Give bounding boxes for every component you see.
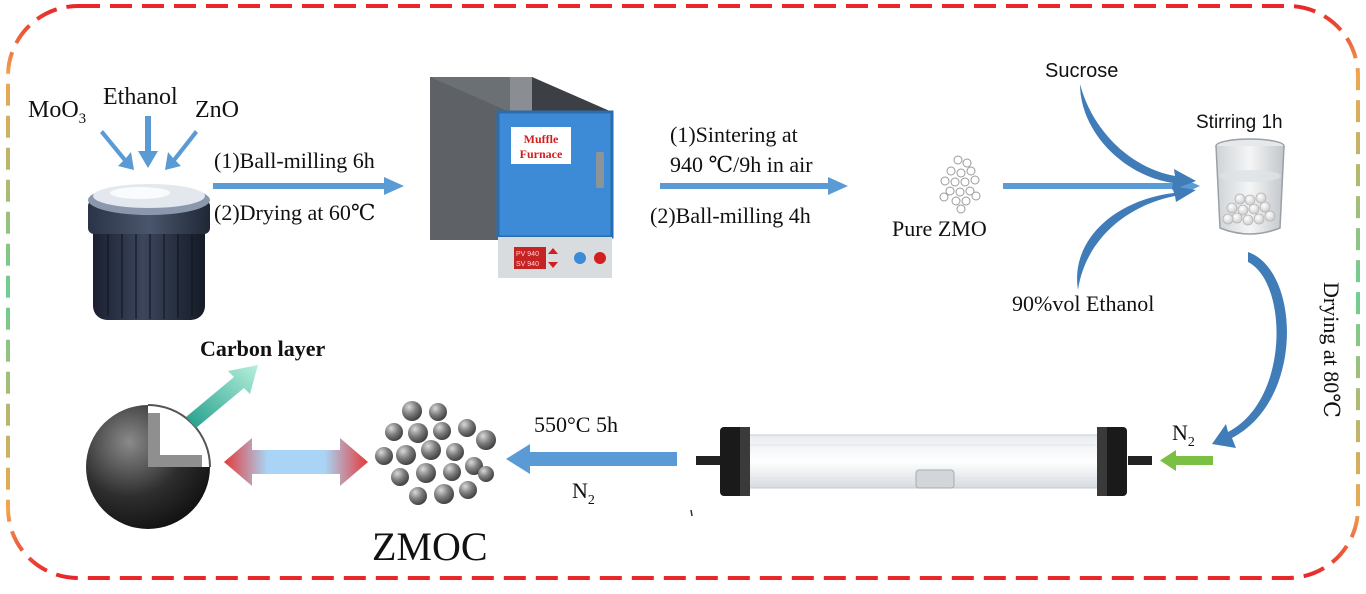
sucrose-label: Sucrose bbox=[1045, 60, 1118, 82]
ethanol-arrow bbox=[138, 116, 158, 168]
step1-arrow bbox=[213, 177, 404, 195]
ethanol-90-label: 90%vol Ethanol bbox=[1012, 291, 1154, 316]
furnace-sign-2: Furnace bbox=[520, 147, 563, 161]
zno-arrow bbox=[165, 130, 198, 170]
stirring-label: Stirring 1h bbox=[1196, 112, 1283, 133]
muffle-furnace: Muffle Furnace PV 940 SV 940 bbox=[430, 77, 614, 278]
ball-milling-jar bbox=[88, 184, 210, 320]
moo3-label: MoO3 bbox=[28, 97, 86, 127]
zmoc-particles bbox=[375, 401, 496, 505]
ethanol-label: Ethanol bbox=[103, 84, 178, 110]
drying-arrow bbox=[1212, 252, 1287, 448]
step3-n2-label: N2 bbox=[572, 478, 595, 508]
furnace-display-2: SV 940 bbox=[516, 261, 539, 268]
furnace-sign-1: Muffle bbox=[524, 132, 559, 146]
n2-green-arrow bbox=[1160, 450, 1213, 471]
moo3-arrow bbox=[100, 130, 134, 170]
n2-tube-label: N2 bbox=[1172, 420, 1195, 450]
step2-arrow bbox=[660, 177, 848, 195]
pure-zmo-label: Pure ZMO bbox=[892, 216, 987, 241]
step2-label-3: (2)Ball-milling 4h bbox=[650, 203, 811, 228]
step3-label-1: 550°C 5h bbox=[534, 412, 618, 437]
stirring-beaker bbox=[1215, 138, 1285, 235]
tube-furnace bbox=[690, 427, 1152, 517]
zno-label: ZnO bbox=[195, 97, 239, 123]
step2-label-2: 940 ℃/9h in air bbox=[670, 152, 813, 177]
drying-label: Drying at 80℃ bbox=[1319, 282, 1344, 418]
dashed-border bbox=[6, 4, 1360, 580]
step1-label-2: (2)Drying at 60℃ bbox=[214, 200, 375, 225]
step2-label-1: (1)Sintering at bbox=[670, 122, 798, 147]
pure-zmo-particles bbox=[939, 155, 981, 214]
carbon-coated-sphere bbox=[86, 404, 211, 529]
carbon-layer-arrow bbox=[186, 365, 258, 428]
carbon-layer-label: Carbon layer bbox=[200, 336, 326, 361]
double-arrow bbox=[224, 438, 368, 486]
ethanol-arrow-curve bbox=[1077, 186, 1196, 290]
step3-arrow bbox=[506, 444, 677, 474]
furnace-display-1: PV 940 bbox=[516, 251, 539, 258]
zmoc-label: ZMOC bbox=[372, 524, 488, 569]
sucrose-arrow bbox=[1080, 84, 1196, 190]
step1-label-1: (1)Ball-milling 6h bbox=[214, 148, 375, 173]
reagent-arrows bbox=[100, 116, 198, 170]
